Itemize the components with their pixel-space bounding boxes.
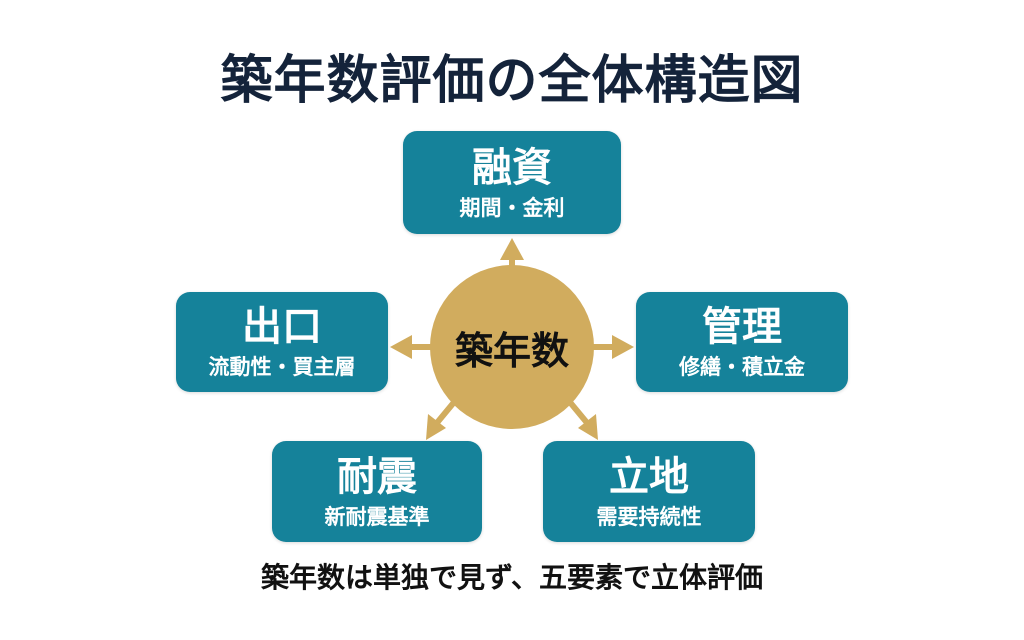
node-subtitle: 流動性・買主層 [208, 355, 356, 379]
node-financing: 融資 期間・金利 [403, 131, 621, 234]
node-subtitle: 修繕・積立金 [679, 355, 805, 379]
node-subtitle: 新耐震基準 [324, 504, 430, 529]
node-heading: 立地 [609, 453, 689, 500]
diagram-title: 築年数評価の全体構造図 [220, 51, 804, 111]
hub-circle: 築年数 [430, 265, 594, 429]
node-heading: 耐震 [337, 453, 417, 500]
node-heading: 管理 [702, 304, 782, 350]
node-exit: 出口 流動性・買主層 [176, 292, 388, 392]
node-seismic: 耐震 新耐震基準 [272, 441, 482, 542]
node-subtitle: 需要持続性 [596, 504, 702, 529]
node-heading: 出口 [242, 304, 322, 350]
node-heading: 融資 [472, 144, 552, 191]
summary-caption: 築年数は単独で見ず、五要素で立体評価 [260, 561, 764, 594]
hub-label: 築年数 [454, 328, 569, 373]
node-location: 立地 需要持続性 [543, 441, 755, 542]
node-management: 管理 修繕・積立金 [636, 292, 848, 392]
node-subtitle: 期間・金利 [459, 195, 565, 220]
